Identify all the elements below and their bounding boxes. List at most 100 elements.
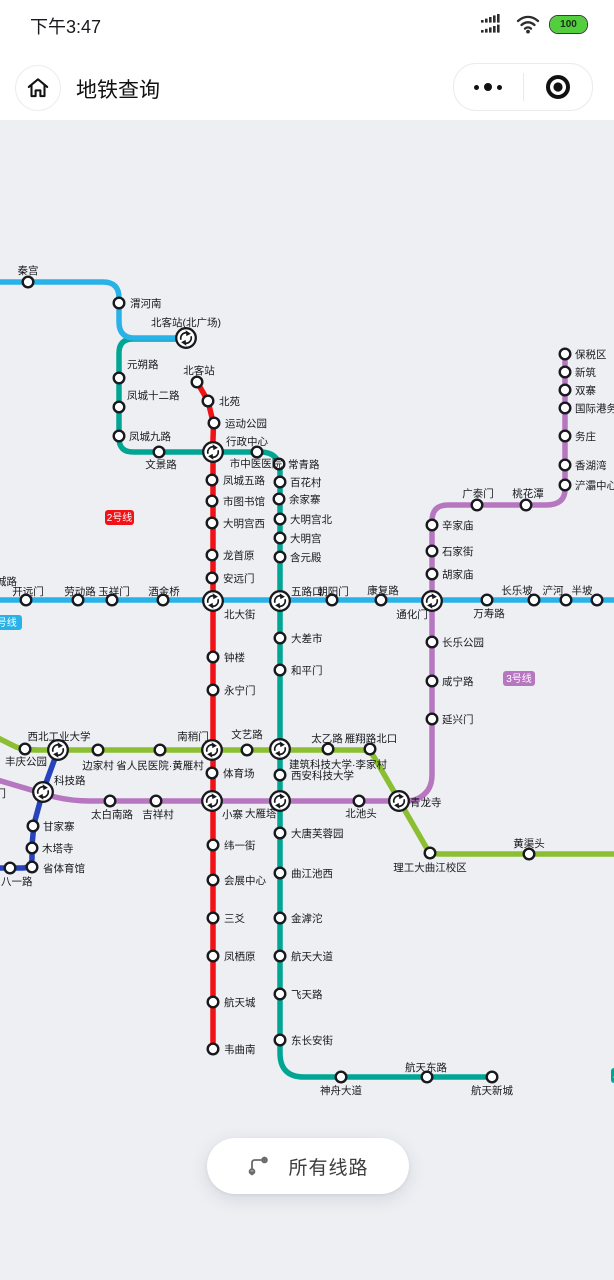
station-曲江池西[interactable] (273, 866, 287, 880)
interchange-station-南稍门[interactable] (201, 739, 223, 761)
station-延兴门[interactable] (425, 712, 439, 726)
station-太乙路[interactable] (321, 742, 335, 756)
interchange-station-通化门[interactable] (421, 590, 443, 612)
interchange-station-建筑科技大学·李家村[interactable] (269, 738, 291, 760)
station-康复路[interactable] (374, 593, 388, 607)
more-button[interactable] (454, 64, 523, 110)
station-胡家庙[interactable] (425, 567, 439, 581)
station-长乐坡[interactable] (527, 593, 541, 607)
station-理工大曲江校区[interactable] (423, 846, 437, 860)
station-纬一街[interactable] (206, 838, 220, 852)
station-黄渠头[interactable] (522, 847, 536, 861)
station-神舟大道[interactable] (334, 1070, 348, 1084)
station-浐灞中心[interactable] (558, 478, 572, 492)
station-八一路[interactable] (3, 861, 17, 875)
station-运动公园[interactable] (207, 416, 221, 430)
station-凤城九路[interactable] (112, 429, 126, 443)
interchange-station-科技路[interactable] (32, 781, 54, 803)
station-市中医医院[interactable] (250, 445, 264, 459)
station-航天东路[interactable] (420, 1070, 434, 1084)
station-省体育馆[interactable] (25, 860, 39, 874)
station-石家街[interactable] (425, 544, 439, 558)
station-航天新城[interactable] (485, 1070, 499, 1084)
station-金滹沱[interactable] (273, 911, 287, 925)
station-百花村[interactable] (273, 475, 287, 489)
station-凤栖原[interactable] (206, 949, 220, 963)
station-玉祥门[interactable] (105, 593, 119, 607)
station-北池头[interactable] (352, 794, 366, 808)
station-吉祥村[interactable] (149, 794, 163, 808)
station-大差市[interactable] (273, 631, 287, 645)
interchange-station-小寨[interactable] (201, 790, 223, 812)
station-常青路[interactable] (272, 457, 286, 471)
interchange-station-大雁塔[interactable] (269, 790, 291, 812)
station-朝阳门[interactable] (325, 593, 339, 607)
station-双寨[interactable] (558, 383, 572, 397)
station-木塔寺[interactable] (25, 841, 39, 855)
station-雁翔路北口[interactable] (363, 742, 377, 756)
station-务庄[interactable] (558, 429, 572, 443)
station-国际港务区[interactable] (558, 401, 572, 415)
home-button[interactable] (15, 65, 61, 111)
station-边家村[interactable] (91, 743, 105, 757)
station-大唐芙蓉园[interactable] (273, 826, 287, 840)
station-安远门[interactable] (205, 571, 219, 585)
station-省人民医院·黄雁村[interactable] (153, 743, 167, 757)
station-渭河南[interactable] (112, 296, 126, 310)
station-桃花潭[interactable] (519, 498, 533, 512)
station-凤城十二路[interactable] (112, 400, 126, 414)
station-大明宫西[interactable] (205, 516, 219, 530)
station-飞天路[interactable] (273, 987, 287, 1001)
station-保税区[interactable] (558, 347, 572, 361)
station-劳动路[interactable] (71, 593, 85, 607)
station-浐河[interactable] (559, 593, 573, 607)
station-甘家寨[interactable] (26, 819, 40, 833)
metro-map-area[interactable]: 3号线4号线1号线2号线秦宫渭河南北客站(北广场)北客站北苑运动公园行政中心凤城… (0, 120, 614, 1280)
station-龙首原[interactable] (205, 548, 219, 562)
station-永宁门[interactable] (206, 683, 220, 697)
station-三爻[interactable] (206, 911, 220, 925)
station-长乐公园[interactable] (425, 635, 439, 649)
station-会展中心[interactable] (206, 873, 220, 887)
station-西安科技大学[interactable] (273, 768, 287, 782)
station-开远门[interactable] (19, 593, 33, 607)
station-半坡[interactable] (590, 593, 604, 607)
station-大明宫北[interactable] (273, 512, 287, 526)
station-航天大道[interactable] (273, 949, 287, 963)
interchange-station-青龙寺[interactable] (388, 790, 410, 812)
station-文景路[interactable] (152, 445, 166, 459)
station-韦曲南[interactable] (206, 1042, 220, 1056)
station-秦宫[interactable] (21, 275, 35, 289)
interchange-station-北客站(北广场)[interactable] (175, 327, 197, 349)
station-航天城[interactable] (206, 995, 220, 1009)
station-和平门[interactable] (273, 663, 287, 677)
metro-map[interactable]: 3号线4号线1号线2号线秦宫渭河南北客站(北广场)北客站北苑运动公园行政中心凤城… (0, 120, 614, 1280)
station-北客站[interactable] (190, 375, 204, 389)
station-北苑[interactable] (201, 394, 215, 408)
station-文艺路[interactable] (240, 743, 254, 757)
station-余家寨[interactable] (272, 492, 286, 506)
station-凤城五路[interactable] (205, 473, 219, 487)
station-辛家庙[interactable] (425, 518, 439, 532)
station-太白南路[interactable] (103, 794, 117, 808)
station-大明宫[interactable] (273, 531, 287, 545)
station-体育场[interactable] (205, 766, 219, 780)
station-香湖湾[interactable] (558, 458, 572, 472)
station-广泰门[interactable] (470, 498, 484, 512)
station-含元殿[interactable] (273, 550, 287, 564)
interchange-station-五路口[interactable] (269, 590, 291, 612)
station-元朔路[interactable] (112, 371, 126, 385)
station-新筑[interactable] (558, 365, 572, 379)
interchange-station-行政中心[interactable] (202, 441, 224, 463)
station-丰庆公园[interactable] (18, 742, 32, 756)
station-东长安街[interactable] (273, 1033, 287, 1047)
close-home-button[interactable] (524, 64, 593, 110)
station-酒金桥[interactable] (156, 593, 170, 607)
interchange-station-西北工业大学[interactable] (47, 739, 69, 761)
station-市图书馆[interactable] (205, 494, 219, 508)
station-万寿路[interactable] (480, 593, 494, 607)
interchange-station-北大街[interactable] (202, 590, 224, 612)
all-lines-button[interactable]: 所有线路 (207, 1138, 409, 1194)
station-钟楼[interactable] (206, 650, 220, 664)
station-咸宁路[interactable] (425, 674, 439, 688)
